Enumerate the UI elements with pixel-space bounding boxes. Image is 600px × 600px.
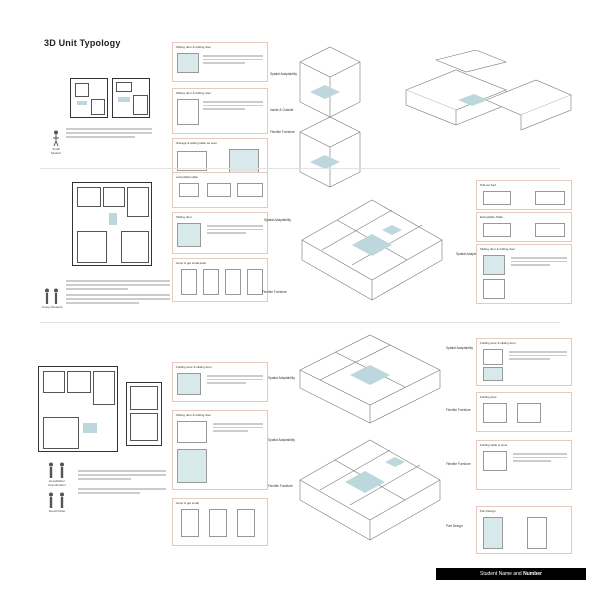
card-header: Sliding door	[176, 215, 192, 219]
isometric-unit-3	[299, 334, 441, 541]
feature-card: Sliding door & folding door	[172, 410, 268, 490]
iso-label: Inside & Outside	[270, 108, 294, 112]
feature-card: Sliding door & folding door	[172, 88, 268, 134]
person-figure: Small Student	[48, 130, 64, 155]
card-header: Folding table & stool	[480, 443, 508, 447]
persona-label: Young Students	[41, 305, 63, 309]
feature-card: Grow & get small desk	[172, 258, 268, 302]
isometric-unit-1	[299, 46, 361, 188]
iso-label: Spatial Adaptability	[268, 438, 295, 442]
persona-label: Grandfather Grandmother	[48, 479, 66, 487]
feature-card: extendable table	[172, 172, 268, 208]
iso-label: Spatial Adaptability	[268, 376, 295, 380]
feature-card: Pull-out bed	[476, 180, 572, 210]
persona-label: Small Student	[50, 147, 62, 155]
feature-card: Folding door	[476, 392, 572, 432]
section-divider	[40, 322, 560, 323]
iso-label: Spatial Adaptability	[270, 72, 297, 76]
card-header: Folding door & sliding door	[480, 341, 516, 345]
card-header: extendable table	[176, 175, 199, 179]
iso-label: Spatial Adaptability	[264, 218, 291, 222]
card-header: Grow & get small desk	[176, 261, 207, 265]
iso-label: Flexible Furniture	[262, 290, 287, 294]
page-title: 3D Unit Typology	[44, 38, 121, 48]
iso-label: Spatial Adaptability	[446, 346, 473, 350]
floor-plan-1a	[70, 78, 108, 118]
feature-card: Grow & get small	[172, 498, 268, 546]
student-name-text: Student Name and	[480, 571, 524, 577]
student-name-bar: Student Name and Number	[436, 568, 586, 580]
isometric-unit-2	[301, 199, 443, 301]
feature-card: Sliding door & folding door	[172, 42, 268, 82]
description-text	[66, 280, 170, 304]
iso-label: Spatial Adaptability	[456, 252, 483, 256]
description-text	[78, 470, 166, 494]
iso-label: Flexible Furniture	[268, 484, 293, 488]
feature-card: Part Design	[476, 506, 572, 554]
card-header: Extendable Table	[480, 215, 503, 219]
card-header: Grow & get small	[176, 501, 199, 505]
section-divider	[40, 168, 560, 169]
iso-label: Flexible Furniture	[446, 408, 471, 412]
floor-plan-2	[72, 182, 152, 266]
card-header: Pull-out bed	[480, 183, 497, 187]
floor-plan-1b	[112, 78, 150, 118]
card-header: Storage & sliding table as seat	[176, 141, 217, 145]
feature-card: Folding table & stool	[476, 440, 572, 490]
feature-card: Sliding door	[172, 212, 268, 254]
feature-card: Folding door & sliding door	[476, 338, 572, 386]
card-header: Sliding door & folding door	[176, 91, 212, 95]
person-figure: Grandfather Grandmother	[40, 462, 74, 487]
person-figure: Young Students	[40, 288, 64, 309]
iso-label: Flexible Furniture	[270, 130, 295, 134]
card-header: Folding door	[480, 395, 497, 399]
feature-card: Folding door & sliding door	[172, 362, 268, 402]
persona-label: Senior/Older	[48, 509, 66, 513]
description-text	[66, 128, 152, 140]
feature-card: Extendable Table	[476, 212, 572, 242]
card-header: Sliding door & folding door	[176, 413, 212, 417]
student-number-text: Number	[523, 571, 542, 577]
card-header: Sliding door & folding door	[176, 45, 212, 49]
iso-label: Flexible Furniture	[446, 462, 471, 466]
card-header: Sliding door & folding door	[480, 247, 516, 251]
person-figure: Senior/Older	[40, 492, 74, 513]
floor-plan-3b	[126, 382, 162, 446]
iso-label: Part Design	[446, 524, 463, 528]
card-header: Part Design	[480, 509, 496, 513]
card-header: Folding door & sliding door	[176, 365, 212, 369]
feature-card: Sliding door & folding door	[476, 244, 572, 304]
building-massing	[405, 50, 572, 131]
floor-plan-3a	[38, 366, 118, 452]
